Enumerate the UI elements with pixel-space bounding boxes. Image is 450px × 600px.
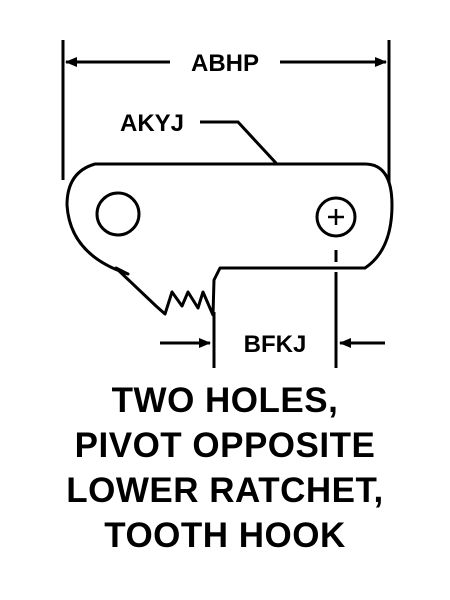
caption-block: TWO HOLES, PIVOT OPPOSITE LOWER RATCHET,… [0,378,450,558]
caption-line-1: TWO HOLES, [111,381,339,420]
part-outline [65,162,394,317]
caption-line-2: PIVOT OPPOSITE [74,426,376,465]
dimension-label-akyj: AKYJ [120,110,184,137]
dimension-label-abhp: ABHP [191,50,259,77]
caption-line-3: LOWER RATCHET, [66,471,384,510]
pivot-hole-left [95,191,141,237]
pivot-hole-right [315,196,357,238]
dimension-label-bfkj: BFKJ [244,331,307,358]
caption-line-4: TOOTH HOOK [104,516,346,555]
